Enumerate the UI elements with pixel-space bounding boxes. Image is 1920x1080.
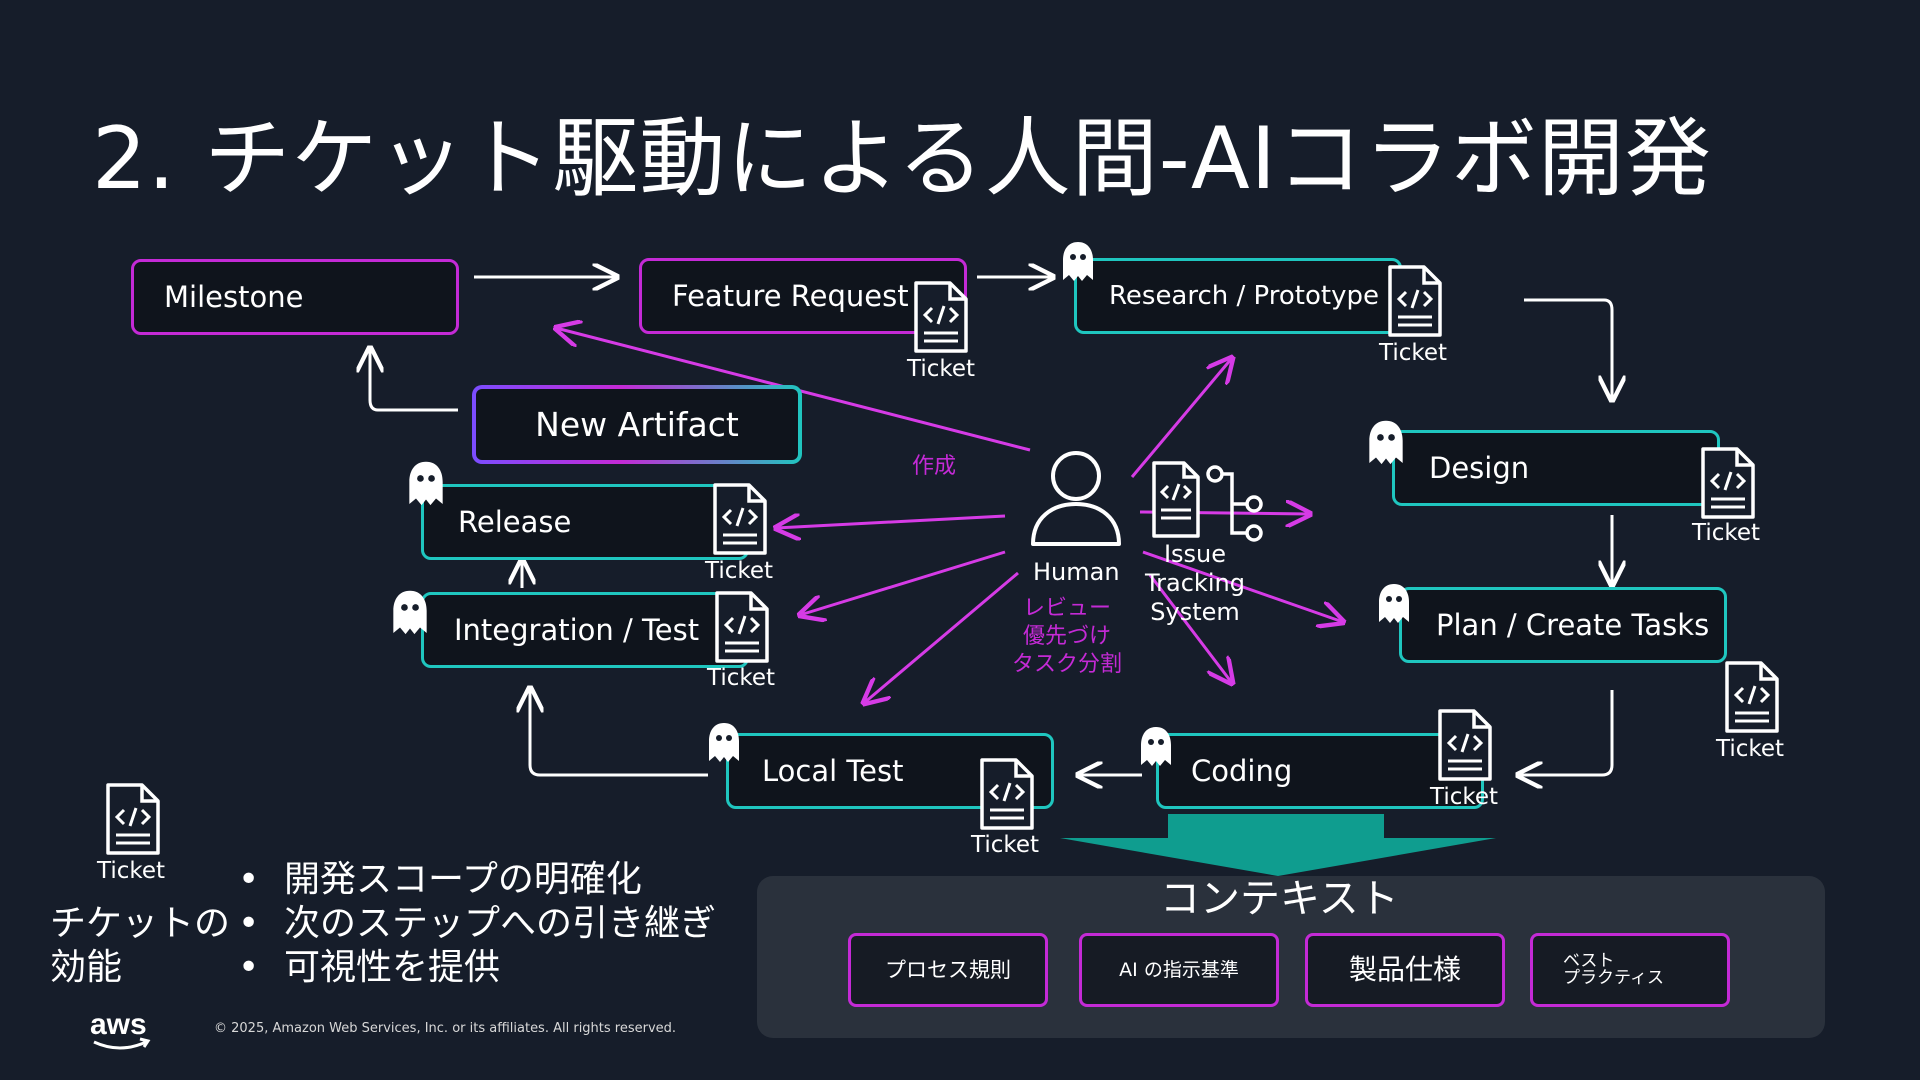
ghost-icon <box>1063 242 1093 281</box>
ticket-label: Ticket <box>1379 340 1448 366</box>
aws-logo: aws <box>90 1008 151 1050</box>
context-item-label: プロセス規則 <box>885 957 1011 982</box>
arrow-human-to-research <box>1130 358 1232 478</box>
list-item-text: 次のステップへの引き継ぎ <box>284 903 717 944</box>
ticket-document-icon <box>715 591 769 663</box>
plan-create-tasks-label: Plan / Create Tasks <box>1436 608 1710 642</box>
ticket-document-icon <box>1725 661 1779 733</box>
aws-logo-text: aws <box>90 1008 147 1041</box>
arrow-human-to-integration <box>800 550 1006 615</box>
research-prototype-box[interactable]: Research / Prototype <box>1074 258 1402 334</box>
ghost-icon <box>709 723 739 762</box>
coding-label: Coding <box>1191 754 1293 788</box>
create-label: 作成 <box>912 454 957 479</box>
ghost-icon <box>393 590 427 635</box>
feature-request-label: Feature Request <box>672 279 909 313</box>
milestone-box[interactable]: Milestone <box>131 259 459 335</box>
feature-request-box[interactable]: Feature Request <box>639 258 967 334</box>
review-line: タスク分割 <box>1011 652 1122 677</box>
review-line: レビュー <box>1022 596 1111 621</box>
ticket-label: Ticket <box>971 832 1040 858</box>
review-line: 優先づけ <box>1022 624 1111 649</box>
context-item-label: プラクティス <box>1563 968 1664 988</box>
ticket-document-icon <box>914 281 968 353</box>
ghost-icon <box>1379 584 1409 623</box>
issue-tracking-icon <box>1152 461 1263 542</box>
new-artifact-box[interactable]: New Artifact <box>472 385 802 464</box>
arrow-research-to-design <box>1524 298 1612 400</box>
review-text: レビュー 優先づけ タスク分割 <box>1002 595 1132 679</box>
arrow-human-to-plan <box>1142 550 1343 622</box>
arrow-localtest-to-integration <box>530 688 708 777</box>
plan-create-tasks-box[interactable]: Plan / Create Tasks <box>1399 587 1727 663</box>
new-artifact-label: New Artifact <box>535 405 739 444</box>
context-item-product-spec[interactable]: 製品仕様 <box>1305 933 1505 1007</box>
list-item: • 開発スコープの明確化 <box>238 858 716 902</box>
coding-box[interactable]: Coding <box>1156 733 1484 809</box>
ghost-icon <box>409 461 443 506</box>
bullet-icon: • <box>238 947 260 988</box>
copyright: © 2025, Amazon Web Services, Inc. or its… <box>214 1021 677 1036</box>
ticket-document-icon <box>713 483 767 555</box>
context-item-ai-guidelines[interactable]: AI の指示基準 <box>1079 933 1279 1007</box>
design-label: Design <box>1429 451 1530 485</box>
context-item-process-rules[interactable]: プロセス規則 <box>848 933 1048 1007</box>
context-title: コンテキスト <box>1160 876 1399 922</box>
milestone-label: Milestone <box>164 280 304 314</box>
integration-test-box[interactable]: Integration / Test <box>421 592 749 668</box>
ticket-label: Ticket <box>1716 736 1785 762</box>
context-item-label: 製品仕様 <box>1348 953 1461 986</box>
ticket-label: Ticket <box>1430 784 1499 810</box>
arrow-human-to-localtest <box>864 571 1019 703</box>
ticket-label: Ticket <box>707 665 776 691</box>
arrow-human-to-coding <box>1148 574 1232 683</box>
ticket-document-icon <box>1438 709 1492 781</box>
arrow-plan-to-coding <box>1518 690 1614 775</box>
bullet-icon: • <box>238 859 260 900</box>
bullet-icon: • <box>238 903 260 944</box>
ticket-document-icon <box>980 758 1034 830</box>
human-label: Human <box>1033 558 1120 586</box>
context-funnel <box>1060 814 1496 876</box>
release-box[interactable]: Release <box>421 484 749 560</box>
arrow-artifact-to-milestone <box>370 348 458 412</box>
ticket-document-icon <box>1388 265 1442 337</box>
context-item-label: AI の指示基準 <box>1119 958 1239 981</box>
human-icon <box>1031 451 1121 546</box>
its-line: Issue <box>1163 540 1227 568</box>
list-item: • 次のステップへの引き継ぎ <box>238 902 716 946</box>
design-box[interactable]: Design <box>1392 430 1720 506</box>
list-item: • 可視性を提供 <box>238 946 716 990</box>
list-item-text: 可視性を提供 <box>284 947 501 988</box>
context-item-label: ベスト <box>1563 951 1615 971</box>
effects-list: • 開発スコープの明確化 • 次のステップへの引き継ぎ • 可視性を提供 <box>238 858 716 990</box>
research-prototype-label: Research / Prototype <box>1109 281 1379 311</box>
effects-label-line: チケットの <box>50 903 231 944</box>
page-title: 2. チケット駆動による人間-AIコラボ開発 <box>92 109 1713 209</box>
effects-label: チケットの 効能 <box>50 902 230 990</box>
its-line: System <box>1150 598 1240 626</box>
integration-test-label: Integration / Test <box>454 613 700 647</box>
ghost-icon <box>1369 420 1403 465</box>
effects-label-line: 効能 <box>50 947 123 988</box>
ticket-label: Ticket <box>1692 520 1761 546</box>
arrow-human-to-release <box>776 516 1006 528</box>
local-test-label: Local Test <box>762 754 904 788</box>
ticket-label: Ticket <box>705 558 774 584</box>
ticket-document-icon <box>106 783 160 855</box>
ghost-icon <box>1141 727 1171 766</box>
its-line: Tracking <box>1145 569 1245 597</box>
ticket-document-icon <box>1701 447 1755 519</box>
its-label: Issue Tracking System <box>1138 540 1252 627</box>
ticket-label: Ticket <box>907 356 976 382</box>
release-label: Release <box>458 505 572 539</box>
ticket-label: Ticket <box>97 858 166 884</box>
list-item-text: 開発スコープの明確化 <box>284 859 642 900</box>
context-item-best-practices[interactable]: ベスト プラクティス <box>1530 933 1730 1007</box>
